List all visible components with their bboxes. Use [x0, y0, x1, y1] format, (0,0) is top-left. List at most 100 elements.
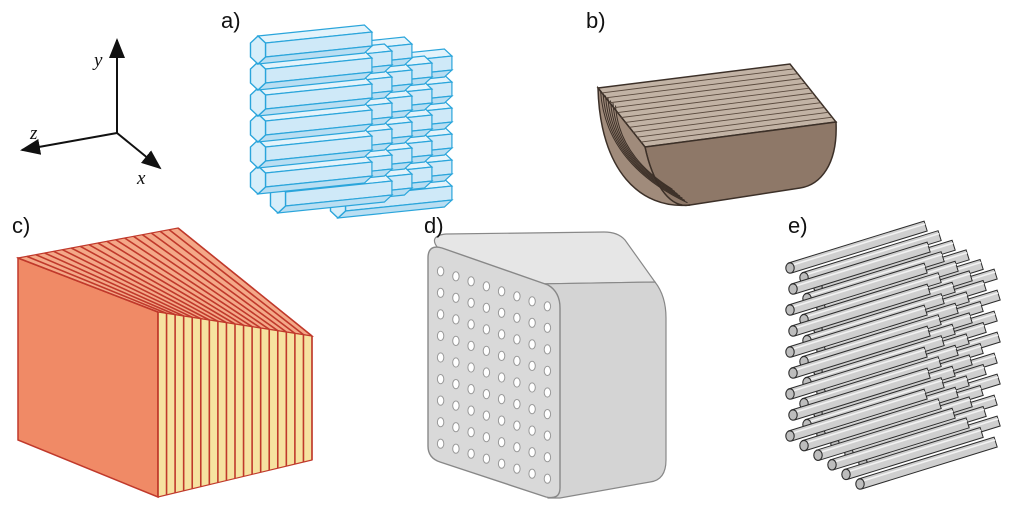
block-hole [513, 334, 521, 345]
block-hole [497, 415, 506, 426]
block-hole [543, 301, 552, 312]
block-hole [528, 468, 536, 479]
growth-ring [612, 102, 676, 192]
block-hole [497, 307, 506, 318]
block-hole [452, 357, 460, 368]
y-axis-label: y [92, 50, 103, 71]
block-hole [436, 287, 445, 298]
wood-grain-lines [601, 68, 833, 143]
rod [785, 304, 928, 358]
hex-prism [249, 128, 374, 169]
block-hole [452, 422, 460, 433]
block-hole [482, 324, 491, 335]
block-hole [497, 372, 506, 383]
laminate-layer-top [53, 250, 193, 319]
block-hole [497, 350, 506, 361]
laminate-layer-top [88, 243, 227, 324]
block-hole [467, 276, 475, 287]
laminate-layer-top [115, 238, 253, 328]
growth-ring [615, 105, 673, 190]
block-hole [436, 395, 445, 406]
block-hole [482, 345, 491, 356]
block-hole [452, 443, 460, 454]
laminate-layers [17, 227, 313, 497]
rod [813, 407, 956, 461]
block-hole [528, 404, 536, 415]
block-hole [467, 427, 475, 438]
block-hole [467, 340, 475, 351]
rod [788, 367, 931, 421]
hexagonal-prism-bundle [249, 24, 454, 219]
block-hole [452, 314, 460, 325]
grain-line [609, 78, 802, 104]
grain-line [617, 87, 810, 114]
block-hole [452, 379, 460, 390]
block-hole [452, 271, 460, 282]
block-hole [543, 387, 552, 398]
rod [788, 283, 931, 337]
block-hole [543, 473, 552, 484]
rod [785, 262, 928, 316]
rod [799, 398, 942, 452]
block-hole [513, 420, 521, 431]
block-hole [528, 296, 536, 307]
laminate-layer-top [159, 230, 296, 334]
block-hole [452, 292, 460, 303]
laminate-layer-top [79, 245, 219, 323]
block-hole [436, 417, 445, 428]
grain-line [633, 107, 825, 133]
laminate-layer-top [106, 240, 244, 327]
block-hole [497, 437, 506, 448]
laminate-layer-top [141, 234, 279, 332]
block-hole [543, 452, 552, 463]
panel-label-b: b) [586, 8, 606, 33]
block-hole [543, 365, 552, 376]
block-holes [436, 266, 552, 484]
x-axis-arrow [116, 132, 162, 170]
laminate-layer-top [177, 227, 313, 337]
panel-label-e: e) [788, 213, 808, 238]
laminate-layer-top [168, 229, 304, 336]
block-hole [482, 453, 491, 464]
block-hole [436, 330, 445, 341]
block-hole [513, 291, 521, 302]
block-hole [436, 266, 445, 277]
hex-prism [249, 24, 374, 65]
block-hole [528, 339, 536, 350]
laminate-layer-top [150, 232, 287, 333]
z-axis-label: z [29, 123, 38, 144]
block-front-face [427, 246, 561, 499]
block-hole [467, 384, 475, 395]
block-hole [543, 430, 552, 441]
laminate-layer-top [97, 242, 236, 325]
block-hole [452, 335, 460, 346]
panel-label-a: a) [221, 8, 241, 33]
grain-line [641, 116, 833, 143]
block-hole [452, 400, 460, 411]
grain-line [621, 92, 814, 118]
block-hole [482, 367, 491, 378]
rod-bundle [785, 220, 1001, 490]
hex-prism [249, 154, 374, 195]
coordinate-axes: y z x [20, 38, 162, 189]
rod [827, 417, 970, 471]
growth-ring [600, 90, 688, 204]
block-hole [497, 458, 506, 469]
block-hole [436, 438, 445, 449]
laminate-layer-top [70, 247, 210, 321]
panel-label-c: c) [12, 213, 31, 238]
block-hole [436, 352, 445, 363]
laminate-layer-top [124, 237, 262, 329]
block-hole [482, 281, 491, 292]
block-hole [482, 410, 491, 421]
block-hole [513, 463, 521, 474]
block-hole [513, 377, 521, 388]
block-hole [467, 405, 475, 416]
block-hole [482, 302, 491, 313]
laminate-layer-top [133, 235, 270, 330]
block-hole [436, 309, 445, 320]
rod [785, 388, 928, 442]
laminate-layer-top [26, 255, 167, 315]
block-hole [543, 322, 552, 333]
